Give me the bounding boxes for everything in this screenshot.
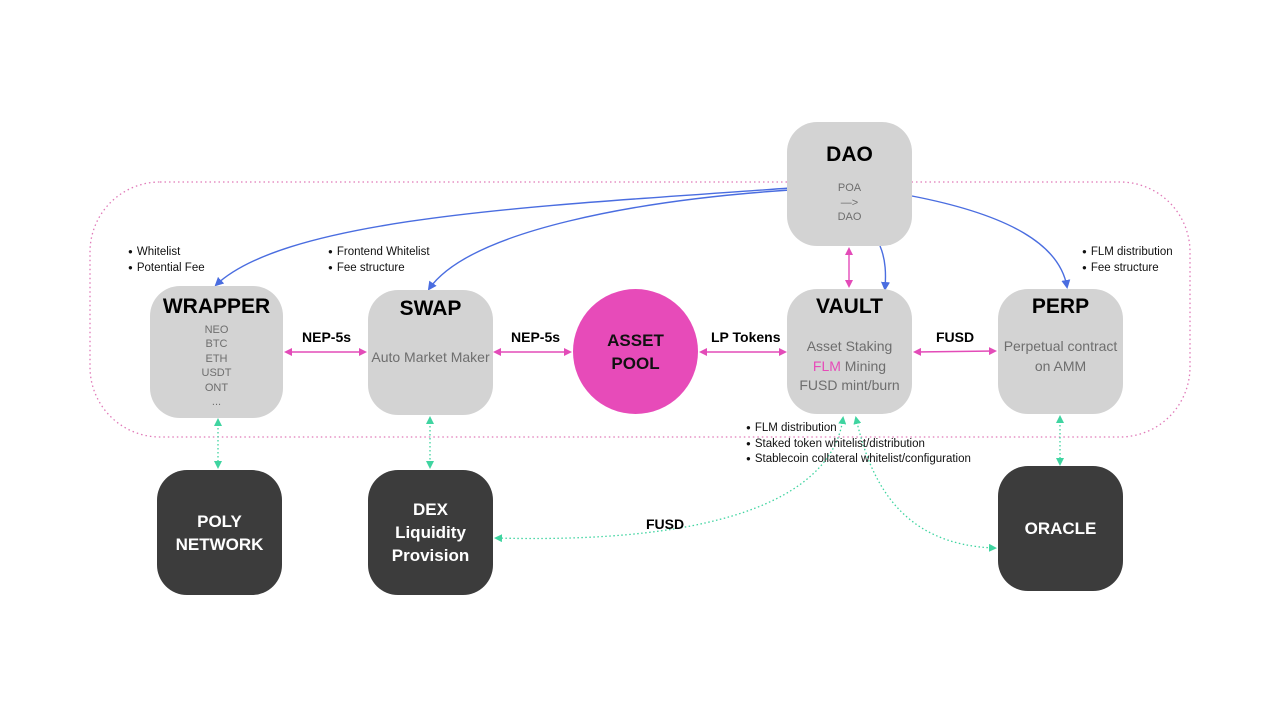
dao-to-perp-arrow bbox=[911, 195, 1071, 289]
vault-line: Asset Staking bbox=[806, 338, 893, 354]
vault-title: VAULT bbox=[816, 295, 883, 318]
edge-label-pool-vault: LP Tokens bbox=[711, 329, 781, 345]
swap-annotations: Frontend Whitelist Fee structure bbox=[328, 245, 430, 276]
edge-label-swap-pool: NEP-5s bbox=[511, 329, 561, 345]
vault-flm-highlight: FLM bbox=[812, 357, 841, 374]
perp-annotations: FLM distribution Fee structure bbox=[1082, 245, 1173, 276]
dao-line: —> bbox=[840, 196, 859, 209]
oracle-node[interactable]: ORACLE bbox=[998, 466, 1123, 591]
annotation-item: Potential Fee bbox=[128, 261, 205, 277]
vault-perp-arrow bbox=[913, 347, 997, 356]
dao-title: DAO bbox=[826, 143, 873, 166]
wrapper-title: WRAPPER bbox=[162, 295, 271, 318]
dex-line: DEX bbox=[413, 500, 448, 519]
perp-line: on AMM bbox=[1034, 357, 1087, 374]
asset-pool-line: ASSET bbox=[607, 330, 664, 350]
dex-liquidity-node[interactable]: DEX Liquidity Provision bbox=[368, 470, 493, 595]
annotation-item: Staked token whitelist/distribution bbox=[746, 437, 971, 453]
dao-line: POA bbox=[837, 182, 862, 194]
swap-title: SWAP bbox=[399, 297, 462, 320]
perp-line: Perpetual contract bbox=[1003, 338, 1118, 354]
poly-line: POLY bbox=[197, 511, 242, 531]
dex-line: Provision bbox=[391, 546, 470, 565]
vault-node[interactable]: VAULT Asset Staking FLM Mining FUSD mint… bbox=[787, 289, 912, 414]
wrapper-asset: ... bbox=[211, 396, 222, 409]
dao-to-wrapper-arrow bbox=[214, 187, 791, 287]
wrapper-asset: ONT bbox=[204, 381, 229, 394]
annotation-item: Fee structure bbox=[1082, 261, 1173, 277]
dao-to-vault-arrow bbox=[879, 245, 890, 291]
wrapper-asset: BTC bbox=[205, 338, 228, 351]
swap-node[interactable]: SWAP Auto Market Maker bbox=[368, 290, 493, 415]
poly-network-node[interactable]: POLY NETWORK bbox=[157, 470, 282, 595]
wrapper-asset: NEO bbox=[204, 324, 229, 336]
oracle-line: ORACLE bbox=[1024, 519, 1097, 538]
vault-dex-arrow bbox=[494, 416, 847, 543]
vault-line: FUSD mint/burn bbox=[799, 377, 900, 393]
edge-label-wrapper-swap: NEP-5s bbox=[302, 329, 352, 345]
dao-line: DAO bbox=[837, 211, 862, 223]
asset-pool-line: POOL bbox=[611, 353, 660, 373]
annotation-item: Whitelist bbox=[128, 245, 205, 261]
dao-to-swap-arrow bbox=[427, 189, 791, 291]
poly-line: NETWORK bbox=[175, 534, 264, 554]
annotation-item: Frontend Whitelist bbox=[328, 245, 430, 261]
vault-line: Mining bbox=[840, 357, 887, 374]
wrapper-asset: ETH bbox=[205, 352, 228, 365]
edge-label-vault-perp: FUSD bbox=[936, 329, 975, 345]
edge-label-vault-dex: FUSD bbox=[646, 516, 685, 532]
perp-title: PERP bbox=[1031, 295, 1090, 318]
dao-node[interactable]: DAO POA —> DAO bbox=[787, 122, 912, 246]
wrapper-node[interactable]: WRAPPER NEO BTC ETH USDT ONT ... bbox=[150, 286, 283, 418]
dex-line: Liquidity bbox=[395, 523, 466, 542]
annotation-item: Fee structure bbox=[328, 261, 430, 277]
wrapper-asset: USDT bbox=[201, 367, 232, 380]
annotation-item: Stablecoin collateral whitelist/configur… bbox=[746, 452, 971, 468]
perp-node[interactable]: PERP Perpetual contract on AMM bbox=[998, 289, 1123, 414]
annotation-item: FLM distribution bbox=[746, 421, 971, 437]
vault-annotations: FLM distribution Staked token whitelist/… bbox=[746, 421, 971, 468]
annotation-item: FLM distribution bbox=[1082, 245, 1173, 261]
wrapper-annotations: Whitelist Potential Fee bbox=[128, 245, 205, 276]
protocol-boundary bbox=[89, 181, 1191, 438]
swap-subtitle: Auto Market Maker bbox=[371, 349, 490, 365]
asset-pool-node[interactable]: ASSET POOL bbox=[573, 289, 698, 414]
